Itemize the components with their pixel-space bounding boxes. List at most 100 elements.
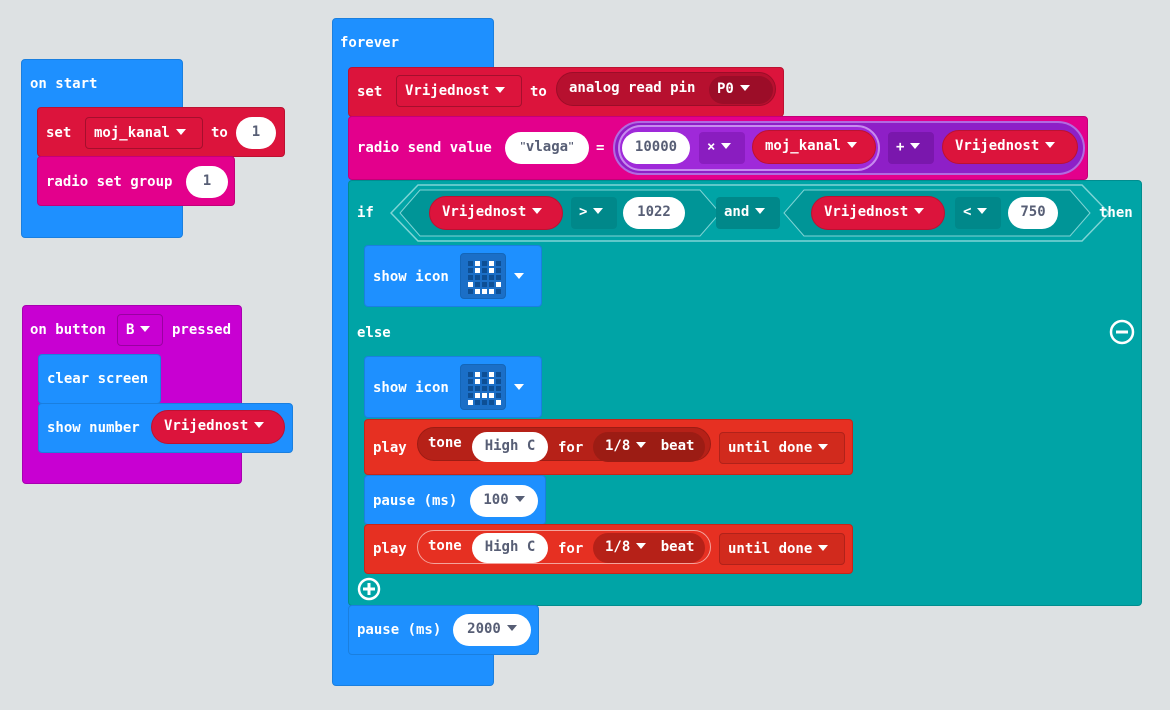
- chevron-down-icon[interactable]: [514, 273, 524, 279]
- group-value-input[interactable]: 1: [186, 166, 228, 198]
- forever-label: forever: [340, 35, 400, 51]
- led-pixel: [489, 289, 494, 294]
- led-pixel: [489, 282, 494, 287]
- button-dropdown[interactable]: B: [117, 314, 163, 346]
- radio-set-group-label: radio set group: [46, 174, 173, 190]
- if-label: if: [357, 205, 374, 221]
- pin-dropdown[interactable]: P0: [709, 76, 773, 104]
- show-number-label: show number: [47, 420, 140, 436]
- led-pixel: [468, 268, 473, 273]
- chevron-down-icon: [140, 326, 151, 332]
- led-pixel: [496, 282, 501, 287]
- led-pixel: [475, 289, 480, 294]
- chevron-down-icon: [818, 545, 829, 551]
- cmp2-op-dropdown[interactable]: <: [955, 197, 1001, 229]
- set-variable-dropdown[interactable]: Vrijednost: [396, 75, 522, 107]
- cmp2-variable[interactable]: Vrijednost: [811, 196, 945, 230]
- mult-value-input[interactable]: 10000: [622, 132, 690, 164]
- led-pixel: [489, 393, 494, 398]
- led-pixel: [496, 393, 501, 398]
- duration-dropdown-2[interactable]: 1/8 beat: [593, 533, 705, 563]
- chevron-down-icon: [846, 142, 857, 148]
- led-pixel: [468, 379, 473, 384]
- led-pixel: [496, 261, 501, 266]
- led-pixel: [482, 393, 487, 398]
- led-pixel: [475, 275, 480, 280]
- led-pixel: [475, 393, 480, 398]
- play-label: play: [373, 440, 407, 456]
- led-icon-picker[interactable]: [460, 364, 506, 410]
- show-number-variable[interactable]: Vrijednost: [151, 410, 285, 444]
- cmp2-value-input[interactable]: 750: [1008, 197, 1058, 229]
- clear-screen-label: clear screen: [47, 371, 149, 387]
- led-pixel: [496, 400, 501, 405]
- variable-dropdown[interactable]: moj_kanal: [85, 117, 203, 149]
- led-icon-picker[interactable]: [460, 253, 506, 299]
- led-pixel: [475, 379, 480, 384]
- led-pixel: [482, 289, 487, 294]
- play-label-2: play: [373, 541, 407, 557]
- mult-variable[interactable]: moj_kanal: [752, 130, 876, 164]
- pause-value-1[interactable]: 100: [470, 485, 538, 517]
- set-label: set: [46, 125, 72, 141]
- led-pixel: [468, 282, 473, 287]
- chevron-down-icon: [755, 208, 766, 214]
- led-pixel: [489, 261, 494, 266]
- until-done-dropdown-2[interactable]: until done: [719, 533, 845, 565]
- note-input-1[interactable]: High C: [472, 432, 548, 462]
- led-pixel: [475, 261, 480, 266]
- led-pixel: [482, 282, 487, 287]
- led-pixel: [482, 261, 487, 266]
- chevron-down-icon: [495, 87, 506, 93]
- chevron-down-icon: [514, 496, 525, 502]
- until-done-dropdown-1[interactable]: until done: [719, 432, 845, 464]
- led-pixel: [496, 268, 501, 273]
- send-name-input[interactable]: "vlaga": [505, 132, 589, 164]
- radio-send-label: radio send value: [357, 140, 492, 156]
- duration-dropdown-1[interactable]: 1/8 beat: [593, 432, 705, 462]
- led-pixel: [496, 379, 501, 384]
- chevron-down-icon: [914, 208, 925, 214]
- add-op-dropdown[interactable]: +: [888, 132, 934, 164]
- show-icon-block-else[interactable]: [364, 356, 542, 418]
- led-pixel: [482, 275, 487, 280]
- to-label: to: [211, 125, 228, 141]
- set-label-2: set: [357, 84, 383, 100]
- led-pixel: [482, 379, 487, 384]
- led-pixel: [475, 268, 480, 273]
- on-button-prefix: on button: [30, 322, 106, 338]
- chevron-down-icon: [721, 143, 732, 149]
- logic-op-dropdown[interactable]: and: [716, 197, 780, 229]
- add-variable[interactable]: Vrijednost: [942, 130, 1078, 164]
- cmp1-op-dropdown[interactable]: >: [571, 197, 617, 229]
- show-icon-label-2: show icon: [373, 380, 449, 396]
- chevron-down-icon: [506, 625, 517, 631]
- to-label-2: to: [530, 84, 547, 100]
- for-label-2: for: [558, 541, 584, 557]
- led-pixel: [468, 261, 473, 266]
- set-value-input[interactable]: 1: [236, 117, 276, 149]
- led-pixel: [468, 372, 473, 377]
- led-pixel: [475, 386, 480, 391]
- chevron-down-icon[interactable]: [514, 384, 524, 390]
- plus-circle-icon[interactable]: [357, 577, 381, 601]
- cmp1-value-input[interactable]: 1022: [623, 197, 685, 229]
- show-icon-block-then[interactable]: [364, 245, 542, 307]
- on-button-suffix: pressed: [172, 322, 232, 338]
- note-input-2[interactable]: High C: [472, 533, 548, 563]
- minus-circle-icon[interactable]: [1109, 319, 1135, 345]
- led-pixel: [496, 275, 501, 280]
- pause-label-1: pause (ms): [373, 493, 458, 509]
- chevron-down-icon: [532, 208, 543, 214]
- led-pixel: [496, 289, 501, 294]
- led-pixel: [475, 400, 480, 405]
- led-pixel: [482, 400, 487, 405]
- led-pixel: [468, 275, 473, 280]
- pause-value-2[interactable]: 2000: [453, 614, 531, 646]
- equals-label: =: [596, 140, 605, 156]
- chevron-down-icon: [593, 208, 604, 214]
- led-pixel: [468, 289, 473, 294]
- mult-op-dropdown[interactable]: ×: [699, 132, 745, 164]
- on-start-label: on start: [30, 76, 98, 92]
- cmp1-variable[interactable]: Vrijednost: [429, 196, 563, 230]
